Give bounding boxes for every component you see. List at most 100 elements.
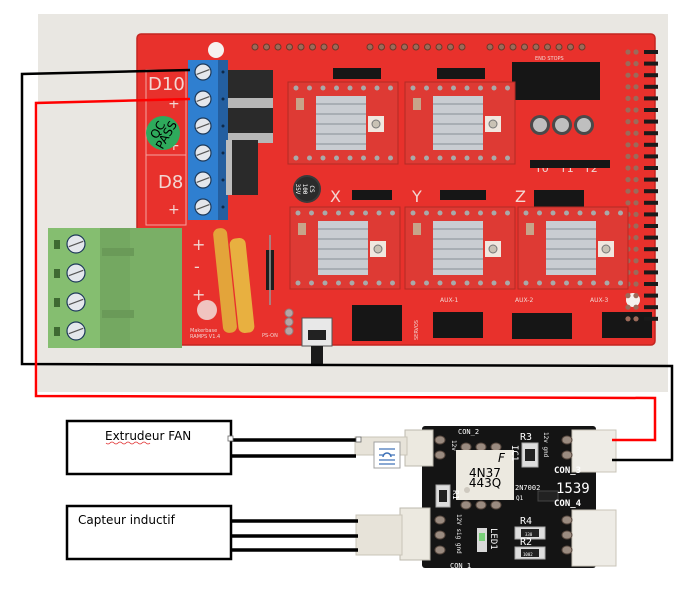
- stepper-driver: [287, 81, 399, 165]
- header-pin: [486, 43, 494, 51]
- header-pin: [378, 43, 385, 51]
- solder-pad: [434, 435, 446, 445]
- layout-options-icon[interactable]: [373, 441, 401, 469]
- selection-handle[interactable]: [355, 436, 362, 443]
- header-pin: [633, 200, 639, 206]
- header-pin: [625, 130, 631, 136]
- capacitor: CS 100 35V: [293, 175, 321, 203]
- connector-con4: [571, 509, 617, 567]
- header-pin: [633, 211, 639, 217]
- plus-sign: +: [168, 202, 180, 218]
- board-number: 1539: [556, 481, 590, 497]
- header-pin: [625, 61, 631, 67]
- box-label-fan: Extrudeur FAN: [105, 429, 191, 443]
- screw: [66, 321, 86, 341]
- plus-sign: +: [192, 285, 205, 304]
- edge-pin: [644, 212, 658, 217]
- header-pin: [578, 43, 586, 51]
- edge-pin: [644, 131, 658, 136]
- header-pin: [633, 304, 639, 310]
- solder-pad: [561, 545, 573, 555]
- heatsink: [546, 221, 596, 275]
- header-pin: [625, 119, 631, 125]
- screw: [194, 90, 212, 108]
- header-pin: [509, 43, 517, 51]
- label-con3: CON_3: [554, 466, 581, 476]
- header-pin: [625, 304, 631, 310]
- pin-header: [512, 62, 600, 100]
- connector-con1: [399, 507, 431, 561]
- polyfuse: [213, 228, 237, 333]
- solder-pad: [460, 500, 472, 510]
- stepper-driver: [404, 206, 516, 290]
- solder-pad: [561, 435, 573, 445]
- ic-code: 443Q: [469, 476, 501, 490]
- header-pin: [366, 43, 374, 51]
- screw: [194, 144, 212, 162]
- ic-model: 4N37: [469, 466, 501, 480]
- axis-label-z: Z: [515, 187, 526, 206]
- header-pin: [625, 165, 631, 171]
- mosfet: [228, 70, 273, 100]
- pin-header: [512, 313, 572, 339]
- pin-header: [433, 312, 483, 338]
- header-pin: [532, 43, 540, 51]
- label-led1: LED1: [488, 528, 498, 550]
- solder-pad: [434, 450, 446, 460]
- header-pin: [633, 293, 639, 299]
- endstops-label: END STOPS: [535, 56, 564, 62]
- header-pin: [625, 49, 631, 55]
- header-pin: [625, 316, 631, 322]
- edge-pin: [644, 177, 658, 182]
- label-con1-pins: 12V sig gnd: [455, 514, 462, 554]
- header-pin: [567, 43, 574, 51]
- edge-pin: [644, 108, 658, 112]
- edge-pin: [644, 270, 658, 275]
- edge-pin: [644, 224, 658, 228]
- pin-header: [440, 190, 486, 200]
- edge-pin: [644, 200, 658, 205]
- header-pin: [435, 43, 443, 51]
- box-label-sensor: Capteur inductif: [78, 513, 176, 527]
- header-pin: [274, 43, 282, 51]
- header-pin: [633, 258, 639, 264]
- header-pin: [447, 43, 454, 51]
- minus-sign: -: [194, 257, 200, 276]
- header-pin: [320, 43, 328, 51]
- header-pin: [633, 142, 639, 148]
- blue-terminal-block: [188, 60, 228, 220]
- edge-pin: [644, 142, 658, 147]
- label-r1: R1: [451, 490, 460, 500]
- header-pin: [633, 107, 639, 113]
- header-pin: [633, 153, 639, 159]
- header-pin: [251, 43, 259, 51]
- terminal-hole: [221, 151, 225, 155]
- edge-pin: [644, 96, 658, 101]
- header-pin: [633, 72, 639, 78]
- header-pin: [625, 188, 631, 194]
- screw: [194, 171, 212, 189]
- axis-label-x: X: [330, 187, 341, 206]
- stepper-driver: [517, 206, 629, 290]
- pin-header: [352, 190, 392, 200]
- edge-pin: [644, 235, 658, 240]
- screw: [66, 292, 86, 312]
- header-pin: [625, 95, 631, 101]
- header-pin: [633, 95, 639, 101]
- label-r4: R4: [520, 516, 532, 527]
- terminal-hole: [54, 240, 60, 249]
- header-pin: [633, 269, 639, 275]
- header-pin: [633, 49, 639, 55]
- aux-label: AUX-2: [515, 297, 533, 304]
- servos-label: SERVOS: [414, 320, 420, 340]
- header-pin: [633, 188, 639, 194]
- heatsink: [318, 221, 368, 275]
- pin-header: [352, 305, 402, 341]
- edge-pin: [644, 247, 658, 252]
- edge-pin: [644, 61, 658, 66]
- header-pin: [633, 177, 639, 183]
- heatsink: [433, 221, 483, 275]
- heatsink: [316, 96, 366, 150]
- edge-pin: [644, 282, 658, 286]
